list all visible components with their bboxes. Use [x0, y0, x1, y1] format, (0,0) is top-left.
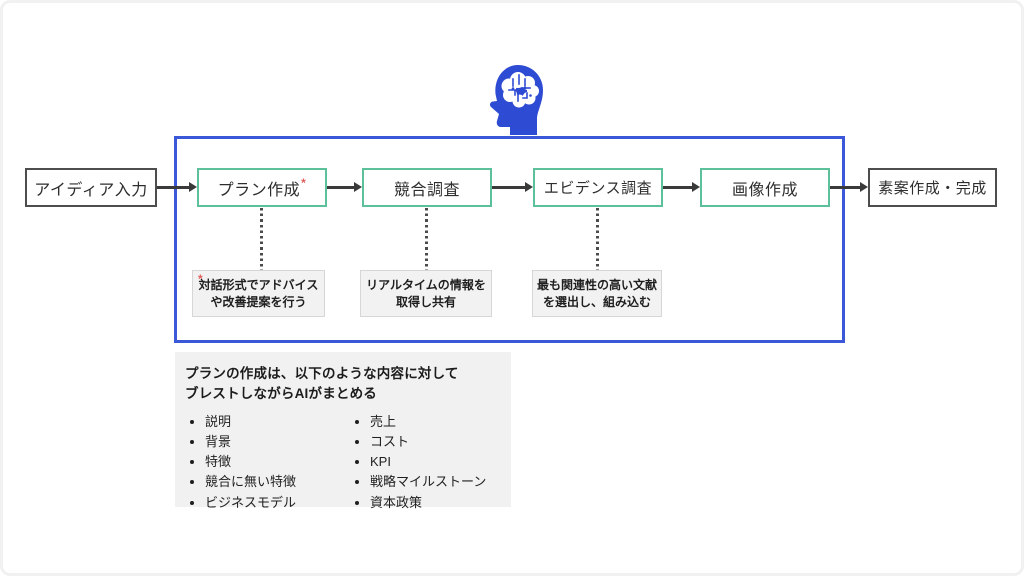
list-item: 特徴 [205, 454, 350, 469]
dotted-connector [425, 208, 428, 270]
flow-arrow [663, 181, 700, 192]
list-item: KPI [370, 454, 501, 469]
list-item: 競合に無い特徴 [205, 474, 350, 489]
list-item: 資本政策 [370, 495, 501, 510]
panel-heading-line2: ブレストしながらAIがまとめる [185, 386, 377, 402]
list-item: 売上 [370, 414, 501, 429]
note-relevant-literature: 最も関連性の高い文献 を選出し、組み込む [532, 270, 662, 317]
note-line: 取得し共有 [395, 294, 456, 309]
list-item: ビジネスモデル [205, 495, 350, 510]
flow-box-idea-input: アイディア入力 [25, 168, 157, 207]
dotted-connector [596, 208, 599, 270]
flow-box-label: アイディア入力 [34, 181, 148, 199]
flow-step-label: プラン作成 [217, 181, 301, 199]
flow-step-label: 画像作成 [731, 181, 798, 199]
brain-circuit-head-icon [489, 65, 543, 135]
flow-arrow [157, 181, 197, 192]
note-line: 最も関連性の高い文献 [536, 277, 657, 292]
list-item: 背景 [205, 434, 350, 449]
asterisk-mark: * [301, 175, 307, 190]
bullet-list-left: 説明 背景 特徴 競合に無い特徴 ビジネスモデル [185, 414, 350, 516]
flow-arrow [327, 181, 362, 192]
panel-bullet-columns: 説明 背景 特徴 競合に無い特徴 ビジネスモデル 売上 コスト KPI 戦略マイ… [185, 414, 501, 516]
list-item: 説明 [205, 414, 350, 429]
flow-step-competitor-research: 競合調査 [362, 168, 492, 207]
panel-heading-line1: プランの作成は、以下のような内容に対して [185, 366, 459, 381]
note-line: を選出し、組み込む [542, 294, 651, 309]
flow-box-draft-complete: 素案作成・完成 [868, 168, 997, 207]
flow-arrow [492, 181, 533, 192]
list-item: 戦略マイルストーン [370, 474, 501, 489]
flow-box-label: 素案作成・完成 [878, 180, 987, 197]
list-item: コスト [370, 434, 501, 449]
note-line: や改善提案を行う [210, 294, 307, 309]
asterisk-mark: * [198, 272, 203, 286]
flow-step-image-creation: 画像作成 [700, 168, 830, 207]
plan-detail-panel: プランの作成は、以下のような内容に対して ブレストしながらAIがまとめる 説明 … [175, 352, 511, 510]
panel-heading: プランの作成は、以下のような内容に対して ブレストしながらAIがまとめる [185, 364, 501, 405]
note-realtime-info: リアルタイムの情報を 取得し共有 [360, 270, 492, 317]
flow-step-evidence-research: エビデンス調査 [533, 168, 663, 207]
bullet-list-right: 売上 コスト KPI 戦略マイルストーン 資本政策 [350, 414, 501, 516]
flow-step-plan-creation: プラン作成* [197, 168, 327, 207]
ai-scope-frame [174, 136, 845, 343]
note-line: 対話形式でアドバイス [198, 277, 319, 292]
note-line: リアルタイムの情報を [366, 277, 486, 292]
flow-step-label: エビデンス調査 [543, 180, 653, 197]
dotted-connector [260, 208, 263, 270]
note-plan-advice: * 対話形式でアドバイス や改善提案を行う [192, 270, 325, 317]
flow-step-label: 競合調査 [393, 181, 460, 199]
flow-arrow [830, 181, 868, 192]
